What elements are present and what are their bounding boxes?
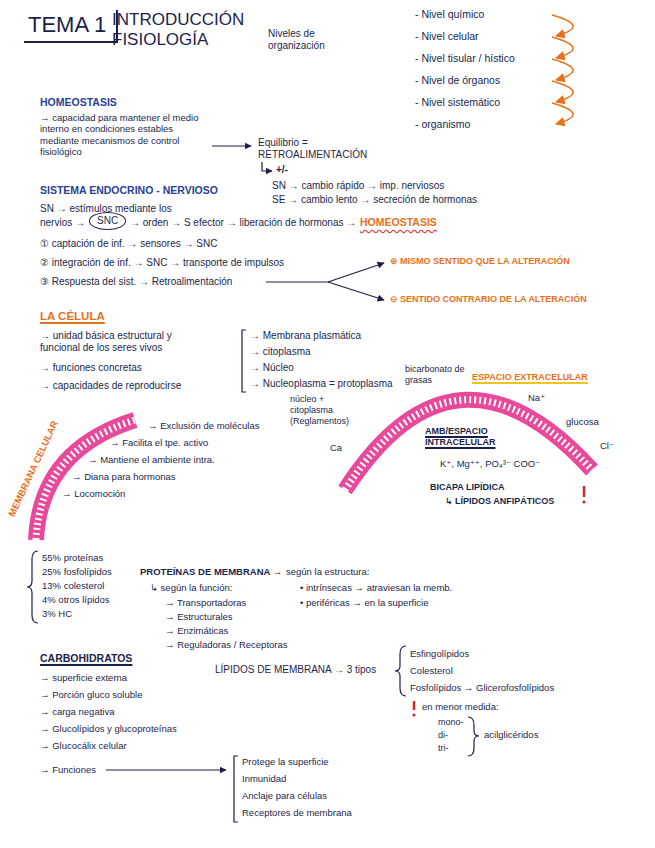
part-item: → Núcleo <box>250 362 294 374</box>
composition-item: 13% colesterol <box>42 580 104 591</box>
note-text: SN → cambio rápido → imp. nerviosos <box>272 180 444 192</box>
section-label: Niveles de organización <box>268 28 350 52</box>
level-item: - Nivel de órganos <box>415 74 500 87</box>
note-text: → unidad básica estructural y funcional … <box>40 330 190 354</box>
function-item: Receptores de membrana <box>242 807 352 818</box>
level-item: - Nivel químico <box>415 8 484 21</box>
bilayer-illustration <box>345 400 592 490</box>
ion-label: Na⁺ <box>528 392 545 403</box>
sign-label: +/- <box>276 164 288 176</box>
note-text: → capacidades de reproducirse <box>40 380 181 392</box>
feedback-type: ⊖ SENTIDO CONTRARIO DE LA ALTERACIÓN <box>390 294 587 305</box>
node-text: TEMA 1 <box>28 12 106 37</box>
note-text: → superficie externa <box>40 672 127 683</box>
step-item: ① captación de inf. → sensores → SNC <box>40 238 217 250</box>
note-arrows <box>27 146 479 822</box>
protein-type: → Enzimáticas <box>165 625 228 636</box>
note-text: → capacidad para mantener el medio inter… <box>40 112 205 158</box>
note-text: → Glucolípidos y glucoproteínas <box>40 723 177 734</box>
section-heading: LA CÉLULA <box>40 310 105 324</box>
organ-circle: SNC <box>89 212 126 230</box>
function-item: → Exclusión de moléculas <box>148 420 259 431</box>
note-text: → carga negativa <box>40 706 114 717</box>
protein-type: • periféricas → en la superficie <box>300 597 428 608</box>
function-item: → Mantiene el ambiente intra. <box>88 454 215 465</box>
note-text: Equilibrio = RETROALIMENTACIÓN <box>258 137 380 161</box>
protein-type: → Estructurales <box>165 611 233 622</box>
level-item: - Nivel tisular / hístico <box>415 52 515 65</box>
ion-label: K⁺, Mg⁺⁺, PO₄³⁻ COO⁻ <box>440 458 540 469</box>
note-text: SN → estímulos mediante los <box>40 203 172 215</box>
section-heading: HOMEOSTASIS <box>40 96 117 109</box>
topic-box: TEMA 1 <box>24 10 118 43</box>
prefix-item: di- <box>438 730 448 741</box>
highlight-word: HOMEOSTASIS <box>360 216 437 229</box>
molecule-label: bicarbonato de grasas <box>405 364 467 386</box>
composition-item: 3% HC <box>42 608 72 619</box>
note-text: → Glucocálix celular <box>40 740 127 751</box>
membrane-label: MEMBRANA CELULAR <box>6 419 60 518</box>
note-text: → Porción gluco soluble <box>40 689 142 700</box>
lipid-type: Esfingolípidos <box>410 648 469 659</box>
lipid-type: Fosfolípidos → Glicerofosfolípidos <box>410 682 554 693</box>
note-text: ↳ según la función: <box>150 582 232 593</box>
step-item: ② integración de inf. → SNC → transporte… <box>40 257 284 269</box>
molecule-label: glucosa <box>566 416 599 427</box>
prefix-item: tri- <box>438 743 449 754</box>
composition-item: 4% otros lípidos <box>42 594 110 605</box>
lipid-type: acilglicéridos <box>484 729 538 740</box>
composition-item: 25% fosfolípidos <box>42 566 112 577</box>
level-item: - Nivel sistemático <box>415 96 500 109</box>
function-item: → Locomoción <box>62 488 125 499</box>
feedback-type: ⊕ MISMO SENTIDO QUE LA ALTERACIÓN <box>390 256 570 267</box>
function-item: Inmunidad <box>242 773 286 784</box>
level-item: - Nivel celular <box>415 30 479 43</box>
note-text: → orden → S efector → liberación de horm… <box>130 217 356 229</box>
level-item: - organismo <box>415 118 470 131</box>
structure-label: BICAPA LIPÍDICA <box>430 482 505 493</box>
note-text: nervios → <box>40 217 85 229</box>
region-label: ESPACIO EXTRACELULAR <box>472 372 588 383</box>
note-text: SE → cambio lento → secreción de hormona… <box>272 194 477 206</box>
ion-label: Ca <box>330 442 342 453</box>
part-item: → Nucleoplasma = protoplasma <box>250 378 393 390</box>
subsection-heading: LÍPIDOS DE MEMBRANA → 3 tipos <box>215 664 376 676</box>
step-item: ③ Respuesta del sist. → Retroalimentació… <box>40 276 232 288</box>
note-text: en menor medida: <box>422 701 499 712</box>
function-item: → Facilita el tpe. activo <box>110 437 208 448</box>
function-item: Protege la superficie <box>242 756 329 767</box>
region-label: AMB/ESPACIO INTRACELULAR <box>425 426 507 448</box>
prefix-item: mono- <box>438 717 464 728</box>
note-text: → Funciones <box>40 764 96 775</box>
page-title: INTRODUCCIÓN FISIOLOGÍA <box>112 10 262 49</box>
section-heading: SISTEMA ENDOCRINO - NERVIOSO <box>40 184 218 197</box>
lipid-type: Colesterol <box>410 665 453 676</box>
level-arrows <box>552 15 573 124</box>
structure-label: ↳ LÍPIDOS ANFIPÁTICOS <box>445 496 554 507</box>
note-text: según la estructura: <box>286 566 369 577</box>
part-item: → Membrana plasmática <box>250 330 361 342</box>
function-item: → Diana para hormonas <box>72 471 176 482</box>
protein-type: → Reguladoras / Receptoras <box>165 639 288 650</box>
part-item: → citoplasma <box>250 346 311 358</box>
note-text: núcleo + citoplasma (Reglamentos) <box>290 394 362 426</box>
protein-type: → Transportadoras <box>165 597 246 608</box>
subsection-heading: PROTEÍNAS DE MEMBRANA → <box>140 566 282 577</box>
function-item: Anclaje para células <box>242 790 327 801</box>
note-text: → funciones concretas <box>40 362 142 374</box>
composition-item: 55% proteínas <box>42 552 103 563</box>
section-heading: CARBOHIDRATOS <box>40 652 132 665</box>
node-text: SNC <box>97 215 118 227</box>
protein-type: • intrínsecas → atraviesan la memb. <box>300 582 452 593</box>
ion-label: Cl⁻ <box>600 440 614 451</box>
